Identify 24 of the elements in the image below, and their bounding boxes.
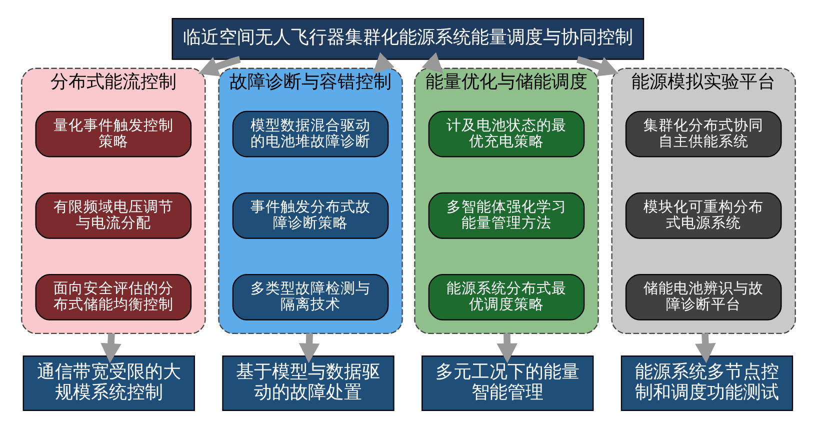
node-box: 通信带宽受限的大规模系统控制 — [22, 356, 195, 412]
node-box: 能源系统多节点控制和调度功能测试 — [620, 356, 794, 412]
arrow — [100, 333, 122, 364]
node-box: 面向安全评估的分布式储能均衡控制 — [35, 274, 192, 320]
node-box: 计及电池状态的最优充电策略 — [428, 110, 585, 158]
arrow — [198, 56, 241, 76]
node-box: 多元工况下的能量智能管理 — [422, 356, 594, 412]
node-box: 有限频域电压调节与电流分配 — [35, 192, 192, 239]
node-box: 基于模型与数据驱动的故障处置 — [222, 356, 394, 412]
node-box: 量化事件触发控制策略 — [35, 110, 192, 158]
node-box: 能源系统分布式最优调度策略 — [428, 274, 585, 320]
node-box: 模型数据混合驱动的电池堆故障诊断 — [232, 110, 389, 158]
node-box: 集群化分布式协同自主供能系统 — [625, 110, 782, 158]
node-box: 临近空间无人飞行器集群化能源系统能量调度与协同控制 — [172, 18, 644, 60]
node-box: 多智能体强化学习能量管理方法 — [428, 192, 585, 239]
node-box: 储能电池辨识与故障诊断平台 — [625, 274, 782, 320]
arrow — [298, 333, 320, 364]
arrow — [695, 333, 716, 364]
arrow — [496, 333, 518, 364]
arrow — [422, 52, 444, 74]
node-box: 多类型故障检测与隔离技术 — [232, 274, 389, 320]
node-box: 模块化可重构分布式电源系统 — [625, 192, 782, 239]
arrow — [372, 52, 394, 74]
node-box: 事件触发分布式故障诊断策略 — [232, 192, 389, 239]
